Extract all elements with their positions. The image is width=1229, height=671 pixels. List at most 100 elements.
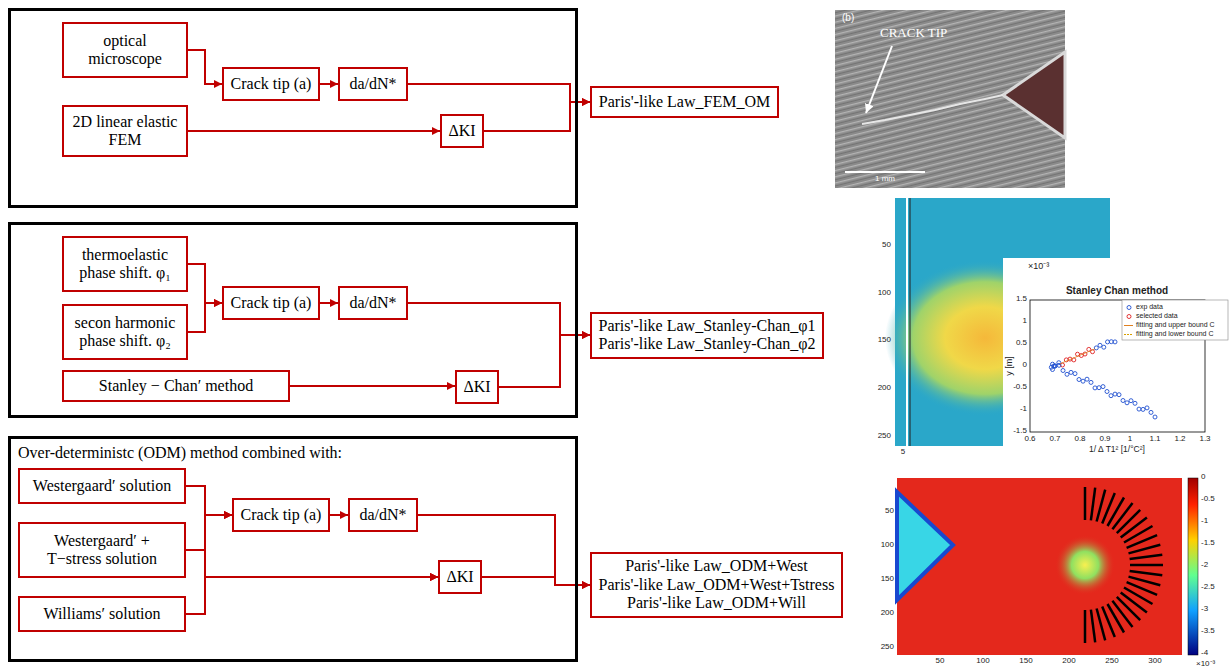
connector-arrow: [186, 515, 232, 614]
figure-label: 1.5: [1016, 295, 1027, 304]
data-point: [1097, 386, 1101, 390]
box-text: ΔKI: [446, 568, 473, 586]
sample-line: [1117, 510, 1140, 533]
odm-points: [1085, 487, 1163, 643]
data-point: [1069, 370, 1073, 374]
connector-arrow: [484, 102, 590, 131]
chart-points: [1049, 340, 1157, 419]
data-point: [1149, 410, 1153, 414]
crack-line: [862, 95, 1003, 124]
figure-label: -0.5: [1013, 383, 1027, 392]
figure-label: y [m]: [1005, 356, 1015, 376]
figure-label: 100: [878, 289, 891, 298]
connector-arrow: [418, 515, 590, 585]
connector-arrow: [188, 303, 222, 332]
box-text: Paris'-like Law_Stanley-Chan_φ2: [599, 335, 816, 353]
box-text: Paris'-like Law_ODM+Will: [627, 594, 806, 612]
process-box: Paris'-like Law_Stanley-Chan_φ1Paris'-li…: [590, 312, 824, 359]
box-text: Stanley − Chan′ method: [99, 377, 253, 395]
process-box: Stanley − Chan′ method: [62, 370, 290, 402]
connector-arrow: [188, 264, 222, 303]
figure-label: 1.1: [1149, 435, 1160, 444]
box-text: Paris'-like Law_Stanley-Chan_φ1: [599, 317, 816, 335]
process-box: Westergaard′ solution: [18, 468, 186, 504]
data-point: [1077, 378, 1081, 382]
sample-line: [1124, 588, 1153, 605]
connector-arrow: [186, 515, 232, 550]
figure-label: 250: [878, 432, 891, 441]
figure-label: -1.5: [1201, 539, 1215, 548]
data-point: [1141, 407, 1145, 411]
data-point: [1121, 399, 1125, 403]
process-box: secon harmonic phase shift. φ₂: [62, 304, 188, 360]
sample-line: [1121, 518, 1147, 538]
connector-arrow: [320, 83, 338, 85]
legend-sample: [1124, 334, 1133, 335]
connector-arrow: [186, 550, 438, 577]
box-text: Paris'-like Law_ODM+West+Tstress: [599, 576, 835, 594]
data-point: [1145, 406, 1149, 410]
box-text: Crack tip (a): [231, 294, 312, 312]
figure-label: 150: [881, 575, 894, 584]
data-point: [1109, 394, 1113, 398]
figure-label: 1: [1023, 317, 1027, 326]
connector-arrow: [482, 577, 590, 585]
process-box: Crack tip (a): [232, 498, 330, 532]
data-point: [1093, 386, 1097, 390]
figure-label: -2: [1201, 561, 1208, 570]
legend-text: fitting and lower bound C: [1136, 330, 1213, 338]
data-point: [1073, 372, 1077, 376]
box-text: Paris'-like Law_ODM+West: [625, 557, 808, 575]
box-text: da/dN*: [349, 75, 396, 93]
sample-line: [1097, 609, 1106, 641]
sample-line: [1108, 498, 1125, 527]
process-box: ΔKI: [455, 370, 499, 404]
group-frame: optical microscopeCrack tip (a)da/dN*2D …: [8, 8, 578, 208]
figure-label: 250: [1105, 657, 1118, 666]
process-box: Paris'-like Law_FEM_OM: [590, 86, 779, 118]
figure-label: -0.5: [1201, 495, 1215, 504]
process-box: ΔKI: [438, 560, 482, 594]
figure-label: -4: [1201, 649, 1208, 658]
process-box: da/dN*: [338, 67, 408, 101]
figure-label: 150: [1019, 657, 1032, 666]
figure-label: 300: [1148, 657, 1161, 666]
figure-label: 0.9: [1099, 435, 1110, 444]
data-point: [1102, 345, 1106, 349]
data-point: [1065, 372, 1069, 376]
figure-label: 1: [1128, 435, 1132, 444]
connector-arrow: [290, 385, 455, 387]
figure-label: 0: [1023, 361, 1027, 370]
figure-label: 0.5: [1016, 339, 1027, 348]
box-text: Crack tip (a): [241, 506, 322, 524]
figure-label: -1: [1020, 405, 1027, 414]
data-point: [1105, 390, 1109, 394]
figure-label: 50: [936, 657, 945, 666]
process-box: da/dN*: [348, 498, 418, 532]
connector-arrow: [188, 50, 222, 84]
connector-arrow: [186, 486, 438, 577]
data-point: [1085, 377, 1089, 381]
sample-line: [1121, 592, 1147, 612]
sample-line: [1091, 488, 1095, 521]
figure-label: 50: [885, 507, 894, 516]
sample-line: [1130, 555, 1163, 559]
legend-text: exp data: [1136, 303, 1163, 311]
data-point: [1081, 379, 1085, 383]
sample-line: [1130, 564, 1163, 567]
box-text: Westergaard′ solution: [33, 477, 171, 495]
box-text: da/dN*: [359, 506, 406, 524]
data-point: [1117, 393, 1121, 397]
box-text: Westergaard′ + T−stress solution: [26, 532, 178, 569]
figure-label: 100: [881, 541, 894, 550]
figure-label: CRACK TIP: [880, 26, 947, 40]
figure-label: 0.8: [1074, 435, 1085, 444]
box-text: ΔKI: [448, 122, 475, 140]
process-box: Crack tip (a): [222, 286, 320, 320]
legend-text: fitting and upper bound C: [1136, 321, 1215, 329]
scale-bar: [845, 171, 925, 173]
legend-box: [1122, 300, 1228, 340]
sample-line: [1084, 487, 1087, 520]
figure-label: 1 mm: [875, 175, 895, 184]
figure-label: (b): [842, 12, 854, 23]
